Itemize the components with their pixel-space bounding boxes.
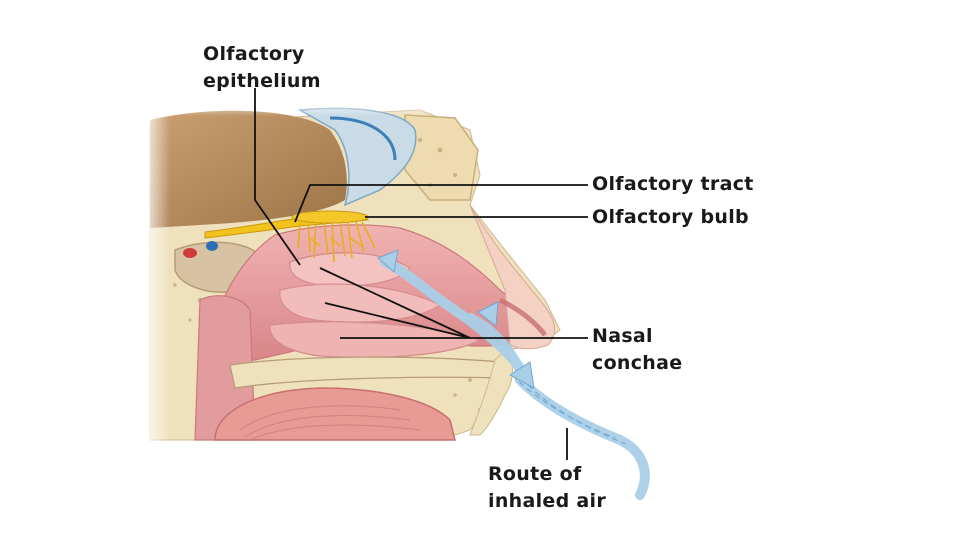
top-fade bbox=[140, 98, 500, 116]
red-vessel bbox=[183, 248, 197, 258]
label-olfactory-tract-text: Olfactory tract bbox=[592, 171, 754, 198]
label-olfactory-tract: Olfactory tract bbox=[592, 171, 754, 198]
label-olfactory-bulb: Olfactory bulb bbox=[592, 204, 749, 231]
label-nasal-conchae-line2: conchae bbox=[592, 350, 682, 377]
label-route-line1: Route of bbox=[488, 461, 606, 488]
label-olfactory-epithelium-line1: Olfactory bbox=[203, 41, 321, 68]
blue-vessel bbox=[206, 241, 218, 251]
label-olfactory-bulb-text: Olfactory bulb bbox=[592, 204, 749, 231]
label-nasal-conchae-line1: Nasal bbox=[592, 323, 682, 350]
label-route-of-inhaled-air: Route of inhaled air bbox=[488, 461, 606, 515]
label-route-line2: inhaled air bbox=[488, 488, 606, 515]
left-fade bbox=[140, 100, 170, 445]
label-nasal-conchae: Nasal conchae bbox=[592, 323, 682, 377]
brain bbox=[150, 111, 347, 228]
label-olfactory-epithelium: Olfactory epithelium bbox=[203, 41, 321, 95]
olfactory-bulb-structure bbox=[292, 211, 368, 223]
label-olfactory-epithelium-line2: epithelium bbox=[203, 68, 321, 95]
